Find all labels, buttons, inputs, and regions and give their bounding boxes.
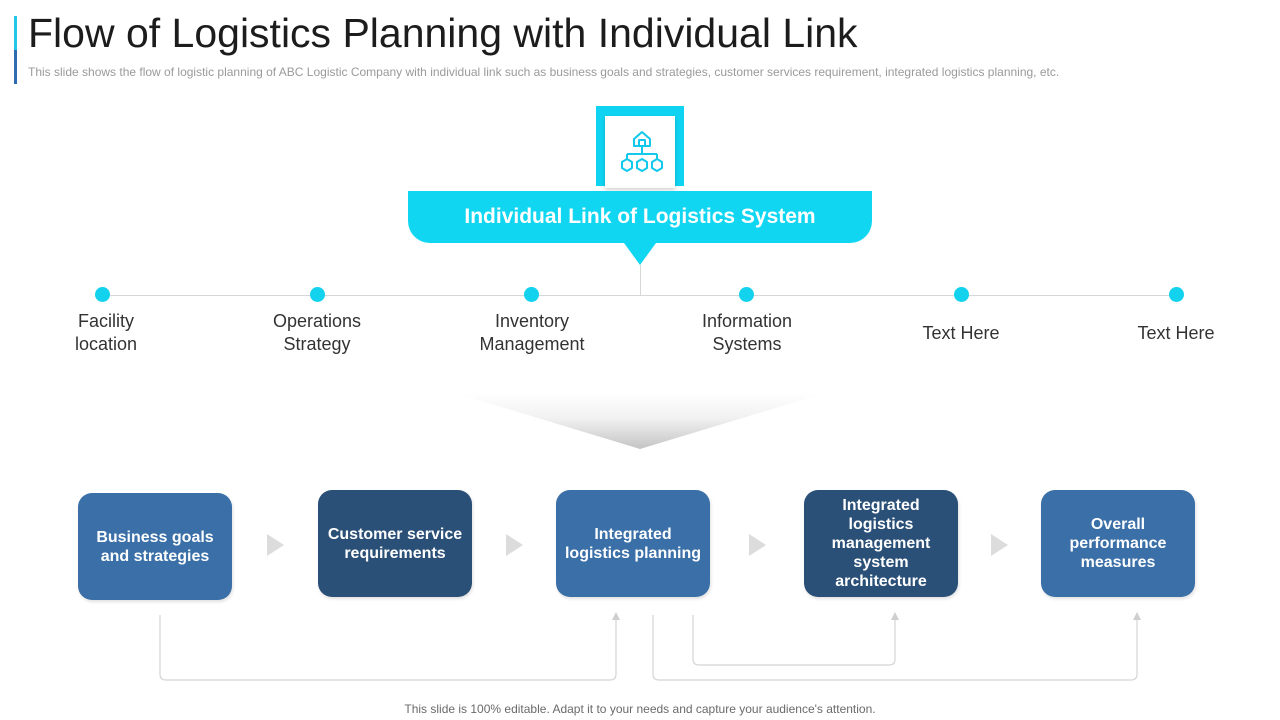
connector-planning-to-performance <box>652 615 1138 681</box>
slide-title: Flow of Logistics Planning with Individu… <box>28 10 858 56</box>
connector-goals-to-planning <box>159 615 617 681</box>
step-arrow <box>267 534 284 556</box>
timeline-dot <box>954 287 969 302</box>
step-performance-measures: Overall performance measures <box>1041 490 1195 597</box>
hub-banner-pointer <box>624 243 656 265</box>
hub-icon-card <box>605 116 675 188</box>
connector-arrowhead <box>891 612 899 620</box>
step-management-architecture: Integrated logistics management system a… <box>804 490 958 597</box>
hub-icon-frame <box>596 106 684 188</box>
timeline-line <box>102 295 1178 296</box>
step-arrow <box>991 534 1008 556</box>
timeline-dot <box>310 287 325 302</box>
step-customer-service: Customer service requirements <box>318 490 472 597</box>
step-integrated-planning: Integrated logistics planning <box>556 490 710 597</box>
step-arrow <box>749 534 766 556</box>
hub-banner: Individual Link of Logistics System <box>408 191 872 243</box>
timeline-dot <box>95 287 110 302</box>
slide-subtitle: This slide shows the flow of logistic pl… <box>28 65 1060 79</box>
step-arrow <box>506 534 523 556</box>
connector-arrowhead <box>612 612 620 620</box>
timeline-label-text-here-1: Text Here <box>922 322 1000 343</box>
title-accent-bar <box>14 16 17 84</box>
connector-arrowhead <box>1133 612 1141 620</box>
step-business-goals: Business goals and strategies <box>78 493 232 600</box>
timeline-dot <box>524 287 539 302</box>
footer-note: This slide is 100% editable. Adapt it to… <box>404 702 876 716</box>
timeline-connector <box>640 265 641 295</box>
connector-planning-to-architecture <box>692 615 896 666</box>
timeline-dot <box>739 287 754 302</box>
timeline-label-text-here-2: Text Here <box>1137 322 1215 343</box>
timeline-dot <box>1169 287 1184 302</box>
warehouse-network-icon <box>621 131 663 172</box>
